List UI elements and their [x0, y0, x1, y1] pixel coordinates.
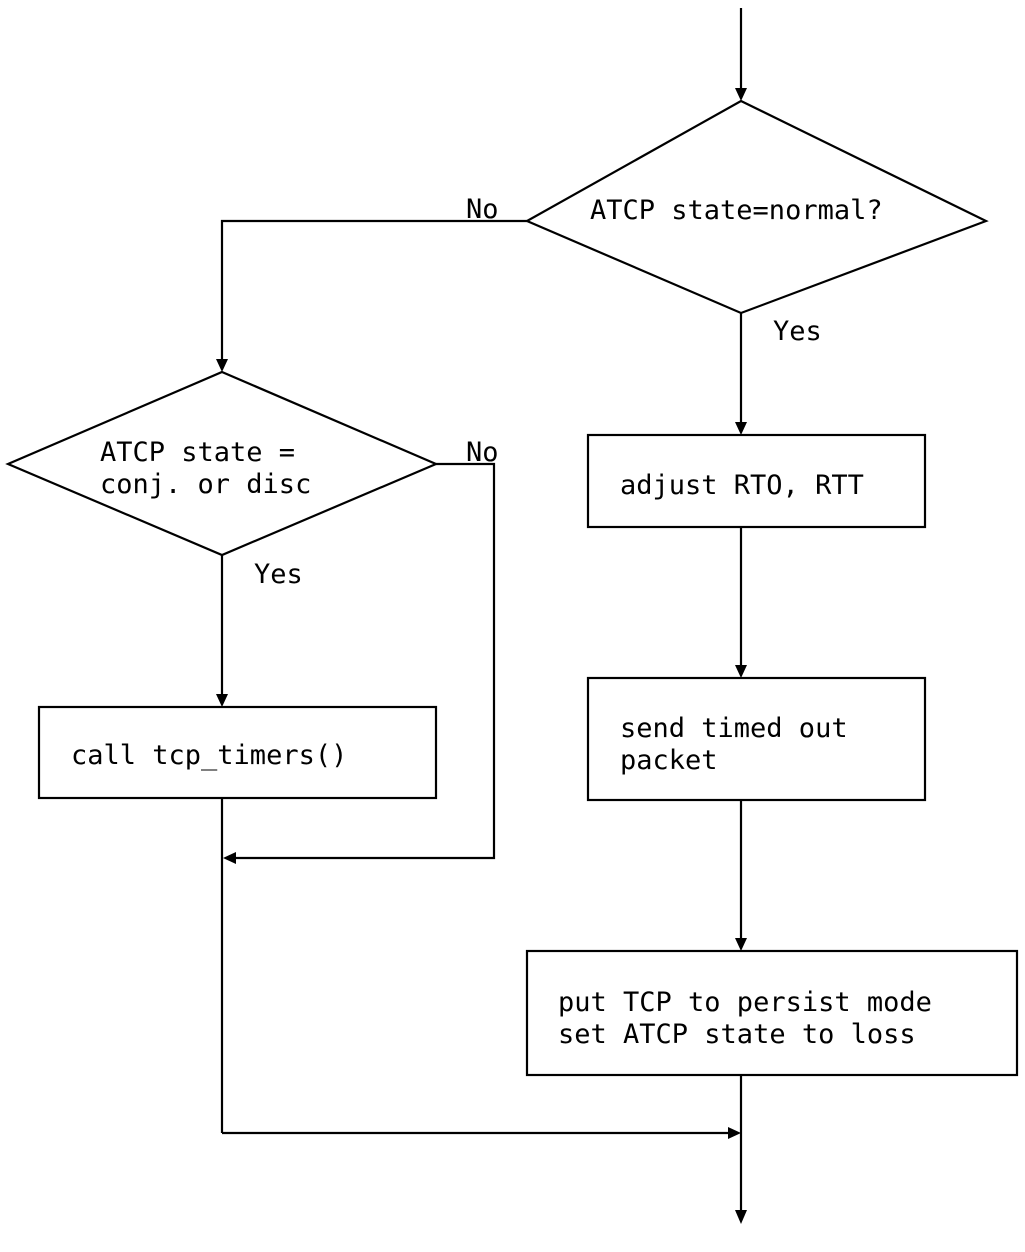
process-send-timed-out-packet-line1: send timed out — [620, 713, 848, 744]
arrowhead-to-conj-decision — [216, 359, 228, 372]
decision-state-conj-disc-no-label: No — [466, 437, 499, 468]
process-adjust-rto-rtt-text: adjust RTO, RTT — [620, 470, 864, 501]
arrowhead-to-send — [735, 665, 747, 678]
arrowhead-to-call — [216, 694, 228, 707]
process-persist-mode-line1: put TCP to persist mode — [558, 987, 932, 1018]
process-call-tcp-timers — [37, 705, 438, 800]
decision-state-conj-disc-line1: ATCP state = — [100, 437, 295, 468]
decision-state-conj-disc-yes-label: Yes — [254, 559, 303, 590]
process-send-timed-out-packet-line2: packet — [620, 745, 718, 776]
no-connector-conj-bypass — [232, 462, 496, 860]
process-persist-mode — [525, 949, 1019, 1077]
decision-state-conj-disc — [5, 370, 439, 557]
decision-state-normal — [524, 99, 989, 315]
decision-state-conj-disc-line2: conj. or disc — [100, 469, 311, 500]
decision-state-normal-no-label: No — [466, 194, 499, 225]
arrowhead-to-adjust — [735, 422, 747, 435]
entry-arrowhead — [735, 88, 747, 101]
arrowhead-merge-right — [728, 1127, 741, 1139]
exit-arrowhead — [735, 1210, 747, 1224]
process-persist-mode-line2: set ATCP state to loss — [558, 1019, 916, 1050]
arrowhead-merge-left — [223, 852, 236, 864]
no-connector-normal-to-conj — [220, 219, 527, 363]
process-send-timed-out-packet — [586, 676, 927, 802]
process-call-tcp-timers-text: call tcp_timers() — [71, 740, 347, 771]
arrowhead-to-persist — [735, 938, 747, 951]
decision-state-normal-text: ATCP state=normal? — [590, 195, 883, 226]
decision-state-normal-yes-label: Yes — [773, 316, 822, 347]
process-adjust-rto-rtt — [586, 433, 927, 529]
